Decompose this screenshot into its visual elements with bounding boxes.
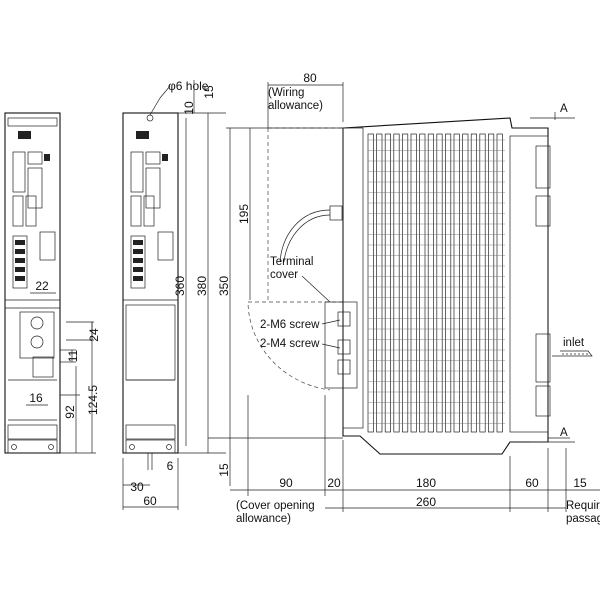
heatsink-fins xyxy=(367,133,505,433)
dim-bottom-15: 15 xyxy=(217,463,231,477)
heatsink-fin xyxy=(419,133,426,433)
section-a-top: A xyxy=(560,103,568,115)
terminal-cover-label-2: cover xyxy=(270,269,298,281)
heatsink-fin xyxy=(496,133,503,433)
side-view: A A 80 (Wiring allowance) 195 Terminal c… xyxy=(208,71,600,525)
heatsink-fin xyxy=(445,133,452,433)
heatsink-fin xyxy=(376,133,383,433)
heatsink-fin xyxy=(393,133,400,433)
dim-180: 180 xyxy=(416,476,436,490)
inlet-label: inlet xyxy=(563,337,585,349)
dim-16: 16 xyxy=(29,391,43,405)
dim-350: 350 xyxy=(217,276,231,296)
dim-60-side: 60 xyxy=(525,476,539,490)
heatsink-fin xyxy=(402,133,409,433)
heatsink-fin xyxy=(453,133,460,433)
front-view-closed: φ6 hole 15 10 360 380 350 6 30 60 xyxy=(122,79,231,510)
dim-92: 92 xyxy=(63,405,77,419)
cable xyxy=(279,209,331,263)
dim-124-5: 124.5 xyxy=(86,385,100,415)
dim-22: 22 xyxy=(35,279,49,293)
dim-360: 360 xyxy=(173,276,187,296)
dim-80: 80 xyxy=(303,71,317,85)
dim-top-10: 10 xyxy=(182,101,196,115)
dim-15-side: 15 xyxy=(573,476,587,490)
logo-mark xyxy=(18,131,31,139)
wiring-allowance-label-1: (Wiring xyxy=(268,87,304,99)
m6-screw-label: 2-M6 screw xyxy=(260,319,320,331)
dim-24: 24 xyxy=(87,328,101,342)
terminal-cover-label-1: Terminal xyxy=(270,256,313,268)
fan-housing xyxy=(509,135,549,433)
dim-60-front: 60 xyxy=(143,494,157,508)
dim-11: 11 xyxy=(66,349,80,362)
dim-6: 6 xyxy=(167,459,174,473)
terminal-block xyxy=(19,311,55,359)
dim-30: 30 xyxy=(130,480,144,494)
dim-260: 260 xyxy=(416,495,436,509)
heatsink-fin xyxy=(436,133,443,433)
cover-opening-label-2: allowance) xyxy=(236,513,291,525)
inlet-arrow-icon xyxy=(552,350,593,357)
heatsink-fin xyxy=(479,133,486,433)
cover-opening-label-1: (Cover opening xyxy=(236,500,315,512)
heatsink-fin xyxy=(427,133,434,433)
dim-20: 20 xyxy=(327,476,341,490)
dim-top-15: 15 xyxy=(202,85,216,99)
unit-body-outline xyxy=(122,112,179,454)
dim-195: 195 xyxy=(237,204,251,224)
m4-screw-label: 2-M4 screw xyxy=(260,338,320,350)
logo-mark xyxy=(136,131,149,139)
required-label-1: Requir xyxy=(566,500,600,512)
front-view-open: 22 24 11 16 92 124.5 xyxy=(4,112,101,454)
heatsink-fin xyxy=(384,133,391,433)
section-a-bottom: A xyxy=(560,427,568,439)
heatsink-fin xyxy=(470,133,477,433)
wiring-allowance-label-2: allowance) xyxy=(268,100,323,112)
heatsink-fin xyxy=(410,133,417,433)
heatsink-fin xyxy=(462,133,469,433)
unit-body-outline xyxy=(4,112,61,454)
heatsink-fin xyxy=(488,133,495,433)
heatsink-fin xyxy=(367,133,374,433)
required-label-2: passag xyxy=(566,513,600,525)
hole-label: φ6 hole xyxy=(168,79,209,93)
dim-90: 90 xyxy=(279,476,293,490)
dim-380: 380 xyxy=(195,276,209,296)
